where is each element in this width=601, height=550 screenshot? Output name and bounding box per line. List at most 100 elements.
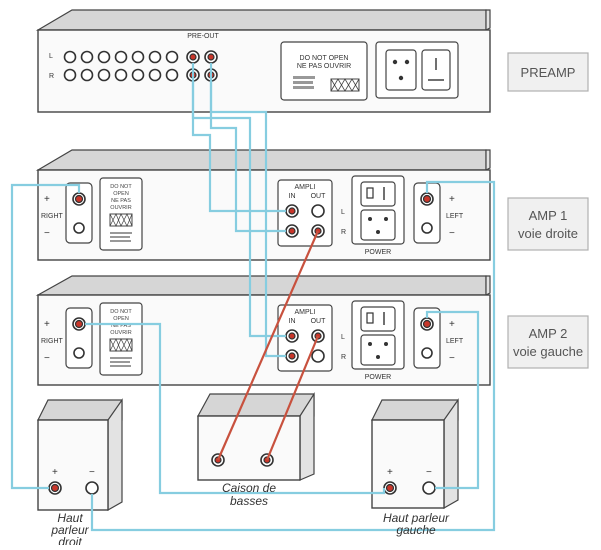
cable-right-speaker-minus-to-amp1-left	[90, 180, 496, 532]
amp2-unit: + RIGHT − DO NOT OPEN NE PAS OUVRIR AMPL…	[35, 275, 491, 386]
svg-text:+: +	[449, 319, 455, 330]
svg-text:−: −	[44, 353, 50, 364]
svg-text:basses: basses	[230, 494, 268, 508]
caption-subwoofer: Caison de basses	[222, 481, 276, 508]
amp1-power-switch[interactable]	[360, 181, 396, 207]
right-speaker-minus-terminal[interactable]	[85, 481, 99, 495]
pre-out-label: PRE-OUT	[187, 33, 219, 40]
amp1-top	[35, 149, 487, 171]
svg-text:DO NOT OPEN: DO NOT OPEN	[300, 55, 349, 62]
svg-text:POWER: POWER	[365, 374, 391, 381]
amp2-right-label: RIGHT	[41, 338, 64, 345]
preamp-unit: PRE-OUT L R DO NOT OPEN NE PAS OUVRIR	[35, 9, 491, 113]
svg-text:+: +	[387, 467, 393, 478]
left-speaker-box	[371, 419, 445, 509]
amp2-power-switch[interactable]	[360, 306, 396, 332]
preamp-power-socket	[385, 49, 417, 91]
svg-text:OUVRIR: OUVRIR	[110, 205, 131, 211]
svg-text:−: −	[89, 467, 95, 478]
caption-left-speaker: Haut parleur gauche	[383, 511, 450, 537]
amp2-top	[35, 275, 487, 296]
svg-text:parleur: parleur	[50, 523, 89, 537]
svg-text:IN: IN	[289, 318, 296, 325]
svg-text:+: +	[44, 194, 50, 205]
preamp-warning-plate: DO NOT OPEN NE PAS OUVRIR	[280, 41, 368, 101]
amp2-out-right-jack[interactable]	[311, 349, 325, 363]
svg-text:OUVRIR: OUVRIR	[110, 330, 131, 336]
svg-text:voie gauche: voie gauche	[513, 344, 583, 359]
cable-preamp-to-amp2-in-right	[209, 81, 286, 358]
preamp-power-section	[375, 41, 459, 99]
cable-amp2-out-to-subwoofer	[265, 335, 320, 461]
svg-text:NE PAS OUVRIR: NE PAS OUVRIR	[297, 63, 351, 70]
svg-text:AMP 1: AMP 1	[529, 208, 568, 223]
signal-cables	[191, 63, 320, 461]
amp1-ampli-panel: AMPLI IN OUT	[277, 179, 333, 247]
cable-amp2-right-to-left-speaker	[85, 322, 386, 495]
preamp-left-channel-label: L	[49, 53, 53, 60]
amp1-power-socket	[360, 209, 396, 241]
svg-text:−: −	[44, 228, 50, 239]
svg-text:−: −	[449, 353, 455, 364]
svg-text:AMPLI: AMPLI	[294, 309, 315, 316]
cable-amp1-right-plus-to-right-speaker	[10, 183, 81, 490]
subwoofer-box	[197, 415, 301, 481]
svg-text:+: +	[52, 467, 58, 478]
svg-text:IN: IN	[289, 193, 296, 200]
svg-text:AMP 2: AMP 2	[529, 326, 568, 341]
preamp-input-jacks	[63, 50, 179, 82]
speaker-cables	[10, 180, 496, 532]
svg-text:OUT: OUT	[311, 193, 327, 200]
svg-text:gauche: gauche	[396, 523, 436, 537]
svg-text:droit: droit	[58, 535, 82, 545]
svg-text:L: L	[341, 209, 345, 216]
right-speaker-box	[37, 419, 109, 511]
svg-text:OPEN: OPEN	[113, 316, 129, 322]
svg-text:+: +	[44, 319, 50, 330]
svg-text:AMPLI: AMPLI	[294, 184, 315, 191]
amp2-right-speaker-terminal	[65, 307, 93, 369]
svg-text:DO NOT: DO NOT	[110, 184, 132, 190]
amp1-power-section: POWER	[351, 175, 405, 256]
caption-right-speaker: Haut parleur droit	[50, 511, 89, 549]
amp1-left-label: LEFT	[446, 213, 464, 220]
svg-text:PREAMP: PREAMP	[521, 65, 576, 80]
amp1-right-label: RIGHT	[41, 213, 64, 220]
cable-preamp-to-amp2-in-left	[191, 81, 286, 338]
svg-text:OUT: OUT	[311, 318, 327, 325]
svg-text:Caison de: Caison de	[222, 481, 276, 495]
svg-text:POWER: POWER	[365, 249, 391, 256]
preamp-top	[35, 9, 487, 31]
svg-text:voie droite: voie droite	[518, 226, 578, 241]
svg-text:R: R	[341, 354, 346, 361]
preamp-right-channel-label: R	[49, 73, 54, 80]
svg-text:+: +	[449, 194, 455, 205]
amp1-unit: + RIGHT − DO NOT OPEN NE PAS OUVRIR AMPL…	[35, 149, 491, 261]
amp1-warning-plate: DO NOT OPEN NE PAS OUVRIR	[99, 177, 143, 251]
svg-text:−: −	[449, 228, 455, 239]
svg-text:NE PAS: NE PAS	[111, 198, 131, 204]
left-speaker-minus-terminal[interactable]	[422, 481, 436, 495]
amp2-ampli-panel: AMPLI IN OUT	[277, 304, 333, 372]
label-preamp: PREAMP	[507, 52, 589, 92]
svg-text:Haut parleur: Haut parleur	[383, 511, 450, 525]
amp2-warning-plate: DO NOT OPEN NE PAS OUVRIR	[99, 302, 143, 376]
svg-text:DO NOT: DO NOT	[110, 309, 132, 315]
svg-text:R: R	[341, 229, 346, 236]
svg-text:OPEN: OPEN	[113, 191, 129, 197]
amp2-power-socket	[360, 334, 396, 366]
label-amp1: AMP 1 voie droite	[507, 197, 589, 251]
amp2-power-section: POWER	[351, 300, 405, 381]
cable-amp2-left-to-left-speaker-minus	[425, 310, 480, 490]
amp2-left-label: LEFT	[446, 338, 464, 345]
svg-text:NE PAS: NE PAS	[111, 323, 131, 329]
amp1-out-left-jack[interactable]	[311, 204, 325, 218]
subwoofer	[196, 391, 315, 481]
svg-text:−: −	[426, 467, 432, 478]
svg-text:L: L	[341, 334, 345, 341]
svg-text:Haut: Haut	[57, 511, 83, 525]
right-speaker: + −	[37, 398, 123, 512]
cable-amp1-out-to-subwoofer	[216, 230, 320, 461]
